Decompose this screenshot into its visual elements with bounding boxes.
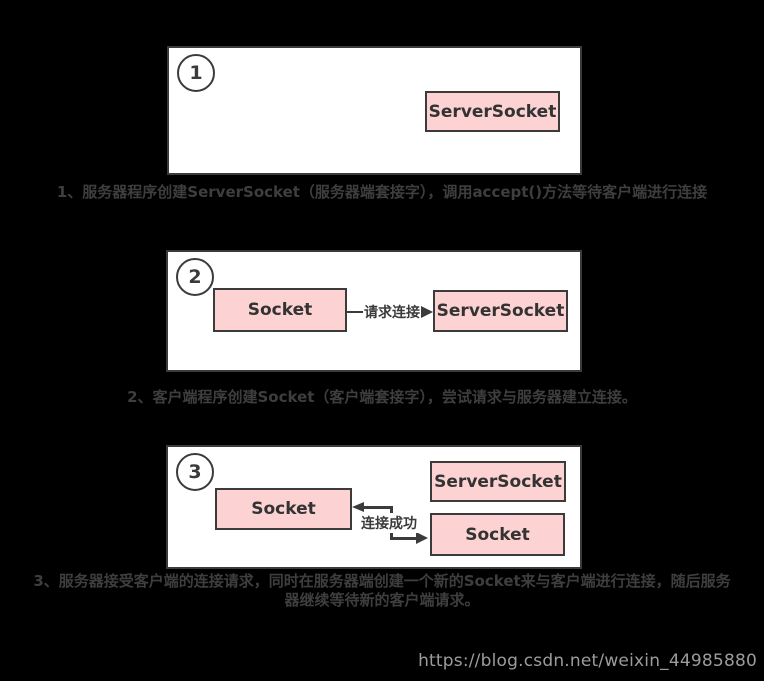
step2-serversocket-box: ServerSocket (433, 290, 568, 332)
step3-socket-label: Socket (251, 499, 316, 519)
csdn-watermark-url: https://blog.csdn.net/weixin_44985880 (418, 651, 757, 671)
step2-arrow-label: 请求连接 (364, 305, 420, 321)
step3-caption: 3、服务器接受客户端的连接请求，同时在服务器端创建一个新的Socket来与客户端… (33, 572, 731, 609)
step1-number-badge: 1 (177, 54, 215, 92)
step2-panel: 2 Socket 请求连接 ServerSocket (166, 250, 582, 372)
arrow-line (347, 310, 363, 314)
step2-number: 2 (188, 266, 202, 288)
step1-serversocket-box: ServerSocket (425, 91, 560, 132)
step3-new-socket-box: Socket (430, 513, 565, 556)
step3-socket-box: Socket (215, 488, 352, 530)
step3-number-badge: 3 (176, 453, 214, 491)
step2-number-badge: 2 (176, 258, 214, 296)
step3-arrow-label: 连接成功 (360, 513, 418, 533)
step2-caption: 2、客户端程序创建Socket（客户端套接字），尝试请求与服务器建立连接。 (127, 388, 637, 406)
step3-serversocket-box: ServerSocket (430, 461, 566, 502)
step1-serversocket-label: ServerSocket (428, 101, 557, 122)
step1-panel: 1 ServerSocket (167, 46, 582, 175)
step2-socket-label: Socket (247, 300, 313, 320)
step2-socket-box: Socket (213, 288, 347, 332)
step3-panel: 3 Socket ServerSocket Socket 连接成功 (166, 445, 582, 569)
connector-line-bottom (390, 537, 419, 540)
connector-line-top (363, 506, 392, 509)
step3-new-socket-label: Socket (465, 524, 530, 545)
arrow-right-icon (416, 532, 428, 544)
step3-number: 3 (188, 461, 202, 483)
step2-serversocket-label: ServerSocket (436, 301, 565, 321)
step2-request-arrow: 请求连接 (347, 300, 433, 324)
arrow-right-icon (421, 306, 433, 318)
step1-caption: 1、服务器程序创建ServerSocket（服务器端套接字），调用accept(… (56, 183, 708, 201)
arrow-left-icon (352, 502, 364, 512)
step3-serversocket-label: ServerSocket (434, 471, 562, 492)
step1-number: 1 (189, 62, 203, 84)
